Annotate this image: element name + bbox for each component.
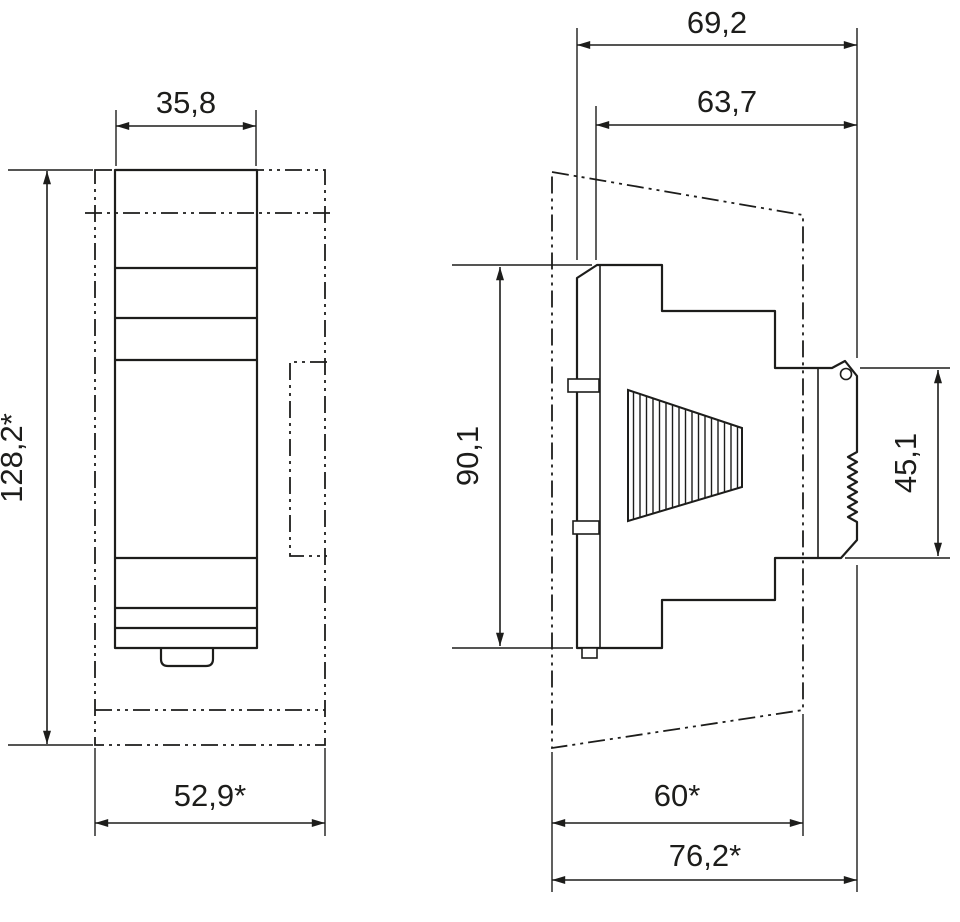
dim-label-side-depth-body: 63,7	[697, 84, 757, 119]
side-view: 69,2 63,7 90,1 45,1 60*	[450, 5, 950, 892]
dim-label-side-depth-bottom: 60*	[654, 778, 701, 813]
dim-label-side-rail-height: 45,1	[888, 433, 923, 493]
dimension-side-rail-height: 45,1	[845, 367, 950, 559]
front-device-body	[113, 168, 259, 650]
front-view: 35,8 128,2* 52,9*	[0, 85, 333, 836]
front-door-phantom-outline	[289, 361, 327, 557]
sealing-wedge-hatched	[627, 388, 743, 523]
front-envelope-outline	[94, 169, 326, 746]
dim-label-front-width-bottom: 52,9*	[174, 778, 246, 813]
dimension-front-width-top: 35,8	[115, 85, 257, 166]
dimension-side-depth-bottom: 60*	[551, 714, 804, 892]
dim-label-side-depth-overall: 69,2	[687, 5, 747, 40]
dimension-front-height: 128,2*	[0, 169, 93, 746]
dimension-front-width-bottom: 52,9*	[94, 748, 326, 836]
front-latch-upper	[567, 378, 600, 393]
front-latch-lower	[572, 520, 600, 535]
dim-label-front-height: 128,2*	[0, 413, 29, 503]
dim-label-side-depth-overall-bottom: 76,2*	[669, 838, 741, 873]
din-clip-screw	[839, 367, 853, 381]
dim-label-front-width-top: 35,8	[156, 85, 216, 120]
dimension-side-depth-overall-bottom: 76,2*	[552, 565, 858, 892]
front-bottom-connector	[159, 649, 215, 668]
dimension-side-height-body: 90,1	[450, 264, 592, 649]
dimension-side-depth-body: 63,7	[595, 84, 857, 260]
side-device-profile	[575, 263, 859, 650]
front-device-section-lines	[115, 266, 257, 630]
dim-label-side-height-body: 90,1	[450, 426, 485, 486]
bottom-tab	[581, 647, 598, 659]
dimension-side-depth-overall: 69,2	[576, 5, 858, 358]
